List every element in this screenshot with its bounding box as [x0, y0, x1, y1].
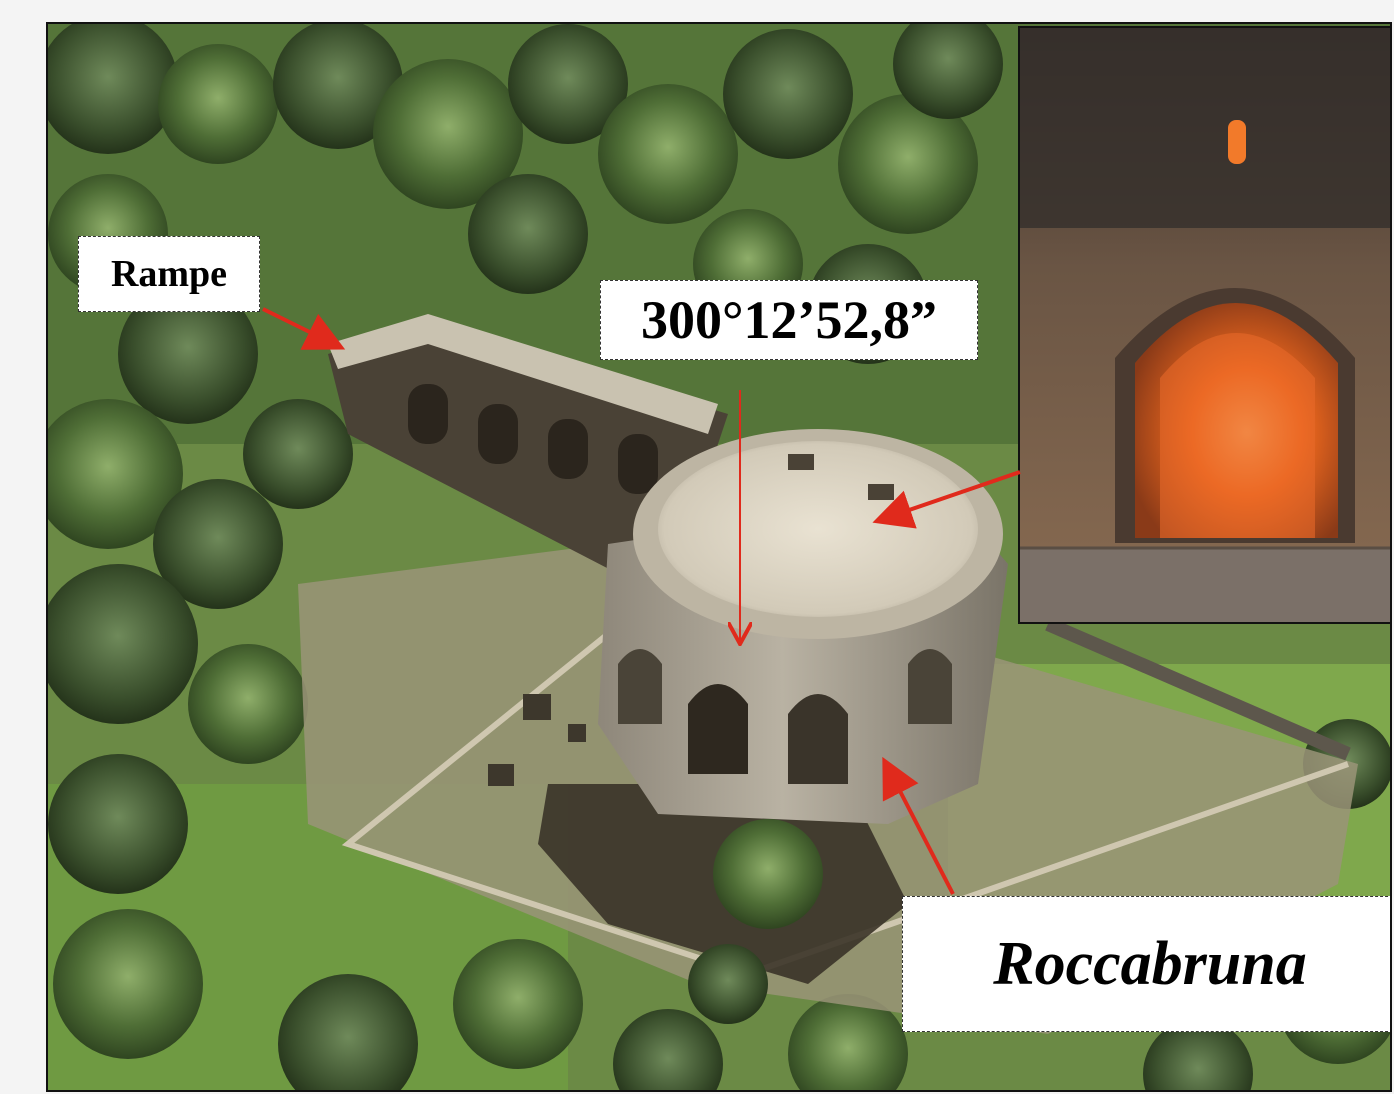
roccabruna-label: Roccabruna: [902, 896, 1390, 1032]
rampe-label: Rampe: [78, 236, 260, 312]
azimuth-angle-label: 300°12’52,8”: [600, 280, 978, 360]
tree-canopy: [48, 24, 1390, 1090]
aerial-photo-frame: Rampe 300°12’52,8” Roccabruna: [46, 22, 1392, 1092]
ramp-arcade: [328, 314, 728, 584]
interior-inset-photo: [1018, 26, 1390, 624]
interior-photo: [1020, 28, 1390, 622]
roccabruna-monument: [598, 429, 1008, 824]
